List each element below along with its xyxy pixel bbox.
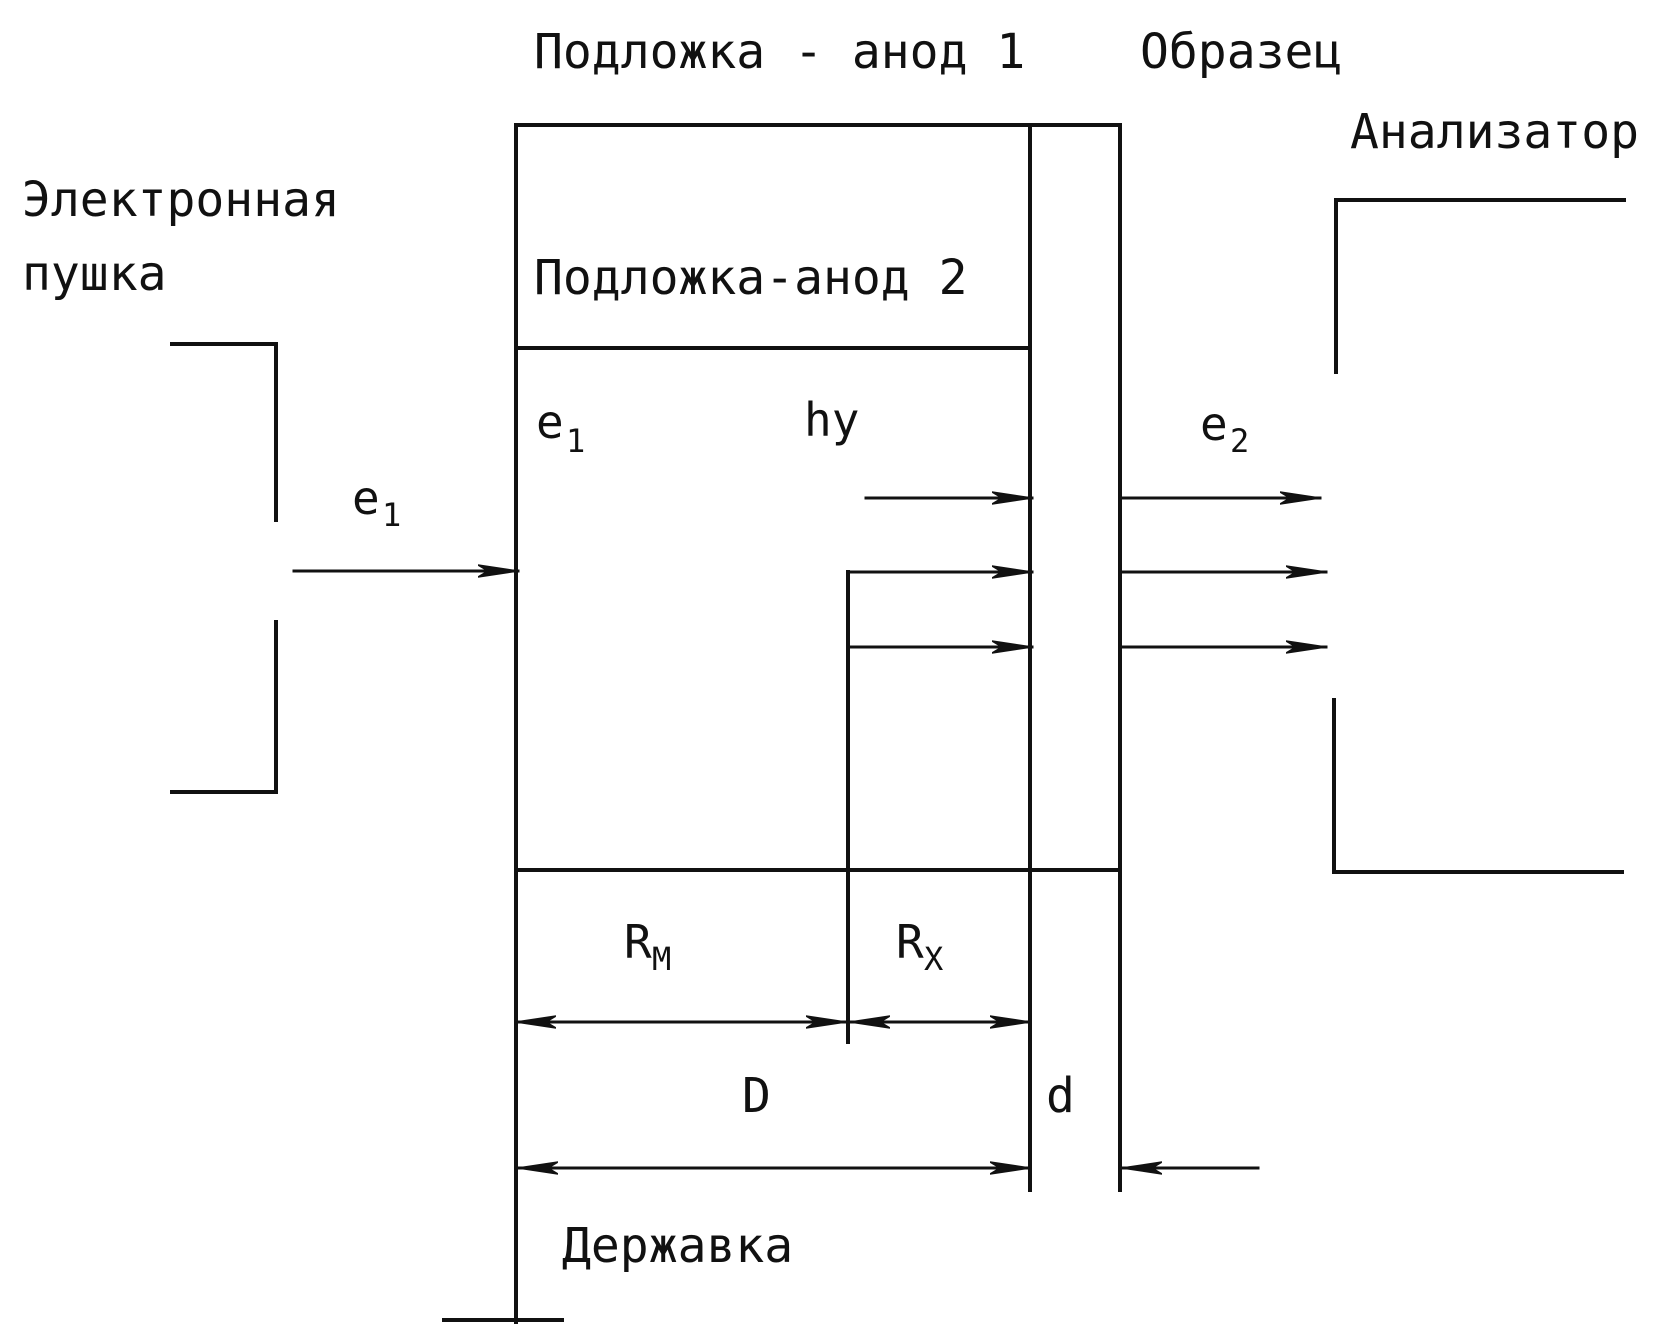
holder-label: Державка [562,1218,793,1274]
symbol-e1-inside: e 1 [536,395,585,460]
svg-text:1: 1 [382,496,401,534]
substrate-anode-1-label: Подложка - анод 1 [534,24,1025,80]
symbol-rx: R X [896,915,943,978]
symbol-rm: R M [624,915,671,978]
analyzer-label: Анализатор [1350,104,1639,160]
dimension-d-label: d [1046,1068,1075,1124]
svg-text:M: M [652,940,671,978]
electron-gun-label-line2: пушка [22,246,167,302]
svg-text:R: R [896,915,924,969]
svg-text:e: e [536,395,564,449]
svg-text:X: X [924,940,943,978]
symbol-hv: hy [804,393,859,447]
sample-plate [1030,125,1120,1190]
svg-text:e: e [1200,397,1228,451]
svg-text:2: 2 [1230,422,1249,460]
svg-text:hy: hy [804,393,859,447]
electron-gun-shape [172,344,276,792]
electron-gun-label-line1: Электронная [22,172,340,228]
analyzer-shape [1334,200,1624,872]
svg-text:1: 1 [566,422,585,460]
svg-text:e: e [352,471,380,525]
symbol-e1-outside: e 1 [352,471,401,534]
dimension-D-label: D [742,1068,771,1124]
emitted-electron-arrows [1122,498,1326,647]
symbol-e2: e 2 [1200,397,1249,460]
substrate-anode-2-label: Подложка-анод 2 [534,250,967,306]
sample-label: Образец [1140,24,1342,80]
svg-text:R: R [624,915,652,969]
